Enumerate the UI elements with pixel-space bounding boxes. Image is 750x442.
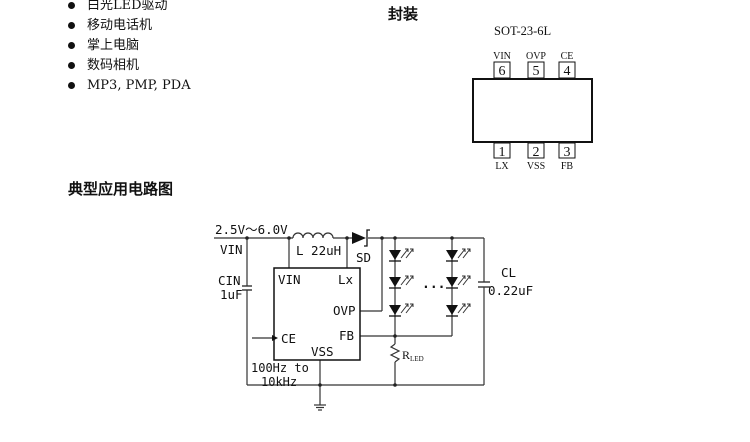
led-icon <box>446 248 471 262</box>
ic-pin-vss: VSS <box>311 344 334 359</box>
feature-item: MP3, PMP, PDA <box>64 76 191 96</box>
feature-label: 移动电话机 <box>87 18 153 33</box>
feature-label: 白光LED驱动 <box>87 0 168 13</box>
pin-num-5: 5 <box>533 64 540 79</box>
ic-pin-fb: FB <box>339 328 354 343</box>
pin-num-6: 6 <box>499 64 506 79</box>
feature-item: 掌上电脑 <box>64 36 191 56</box>
feature-label: 数码相机 <box>87 58 140 73</box>
led-icon <box>389 248 414 262</box>
feature-item: 数码相机 <box>64 56 191 76</box>
package-diagram <box>472 61 593 159</box>
pin-name-4: CE <box>561 51 574 62</box>
led-array <box>389 248 471 317</box>
ground-icon <box>314 404 326 411</box>
bullet-icon <box>68 62 75 69</box>
package-title: 封装 <box>388 5 419 23</box>
pin-box-4 <box>558 61 576 79</box>
feature-label: 掌上电脑 <box>87 38 140 53</box>
pwm-frequency-line2: 10kHz <box>261 375 297 389</box>
led-icon <box>389 303 414 317</box>
rled-label: RLED <box>402 348 424 363</box>
feature-item: 白光LED驱动 <box>64 0 191 16</box>
diode-label: SD <box>356 250 371 265</box>
cl-capacitor-icon <box>478 281 490 288</box>
feature-item: 移动电话机 <box>64 16 191 36</box>
ic-body <box>273 267 361 361</box>
junction-dots <box>245 236 454 387</box>
circuit-title: 典型应用电路图 <box>68 180 174 198</box>
feature-label: MP3, PMP, PDA <box>87 78 191 93</box>
ic-pin-vin: VIN <box>278 272 301 287</box>
bullet-icon <box>68 82 75 89</box>
pin-name-3: FB <box>561 161 574 172</box>
schottky-diode-icon <box>352 229 370 247</box>
package-name: SOT-23-6L <box>494 24 552 38</box>
pwm-frequency-line1: 100Hz to <box>251 361 309 375</box>
pin-num-3: 3 <box>564 145 571 160</box>
pin-box-2 <box>527 142 545 159</box>
ce-arrow-icon <box>272 335 278 341</box>
cin-capacitor-icon <box>242 285 252 291</box>
pin-name-1: LX <box>495 161 509 172</box>
led-icon <box>446 303 471 317</box>
pin-box-1 <box>493 142 511 159</box>
pin-name-2: VSS <box>527 161 545 172</box>
inductor-icon <box>292 232 334 239</box>
ic-pin-ovp: OVP <box>333 303 356 318</box>
cin-value: 1uF <box>220 287 243 302</box>
pin-box-3 <box>558 142 576 159</box>
input-voltage: 2.5V～6.0V <box>215 222 288 237</box>
ic-pin-ce: CE <box>281 331 296 346</box>
vin-label: VIN <box>220 242 243 257</box>
led-icon <box>389 275 414 289</box>
circuit-wires <box>214 232 485 405</box>
pin-box-6 <box>493 61 511 79</box>
ellipsis: ... <box>422 277 445 292</box>
bullet-icon <box>68 22 75 29</box>
feature-list: 白光LED驱动 移动电话机 掌上电脑 数码相机 MP3, PMP, PDA <box>64 0 191 96</box>
cl-label: CL <box>501 265 516 280</box>
cl-value: 0.22uF <box>488 283 533 298</box>
ic-pin-lx: Lx <box>338 272 354 287</box>
cin-label: CIN <box>218 273 241 288</box>
pin-name-6: VIN <box>493 51 511 62</box>
pin-num-4: 4 <box>564 64 571 79</box>
bullet-icon <box>68 42 75 49</box>
pin-num-1: 1 <box>499 145 506 160</box>
pin-name-5: OVP <box>526 51 546 62</box>
inductor-label: L 22uH <box>296 243 341 258</box>
pin-num-2: 2 <box>533 145 540 160</box>
package-body <box>472 78 593 143</box>
led-icon <box>446 275 471 289</box>
pin-box-5 <box>527 61 545 79</box>
bullet-icon <box>68 2 75 9</box>
